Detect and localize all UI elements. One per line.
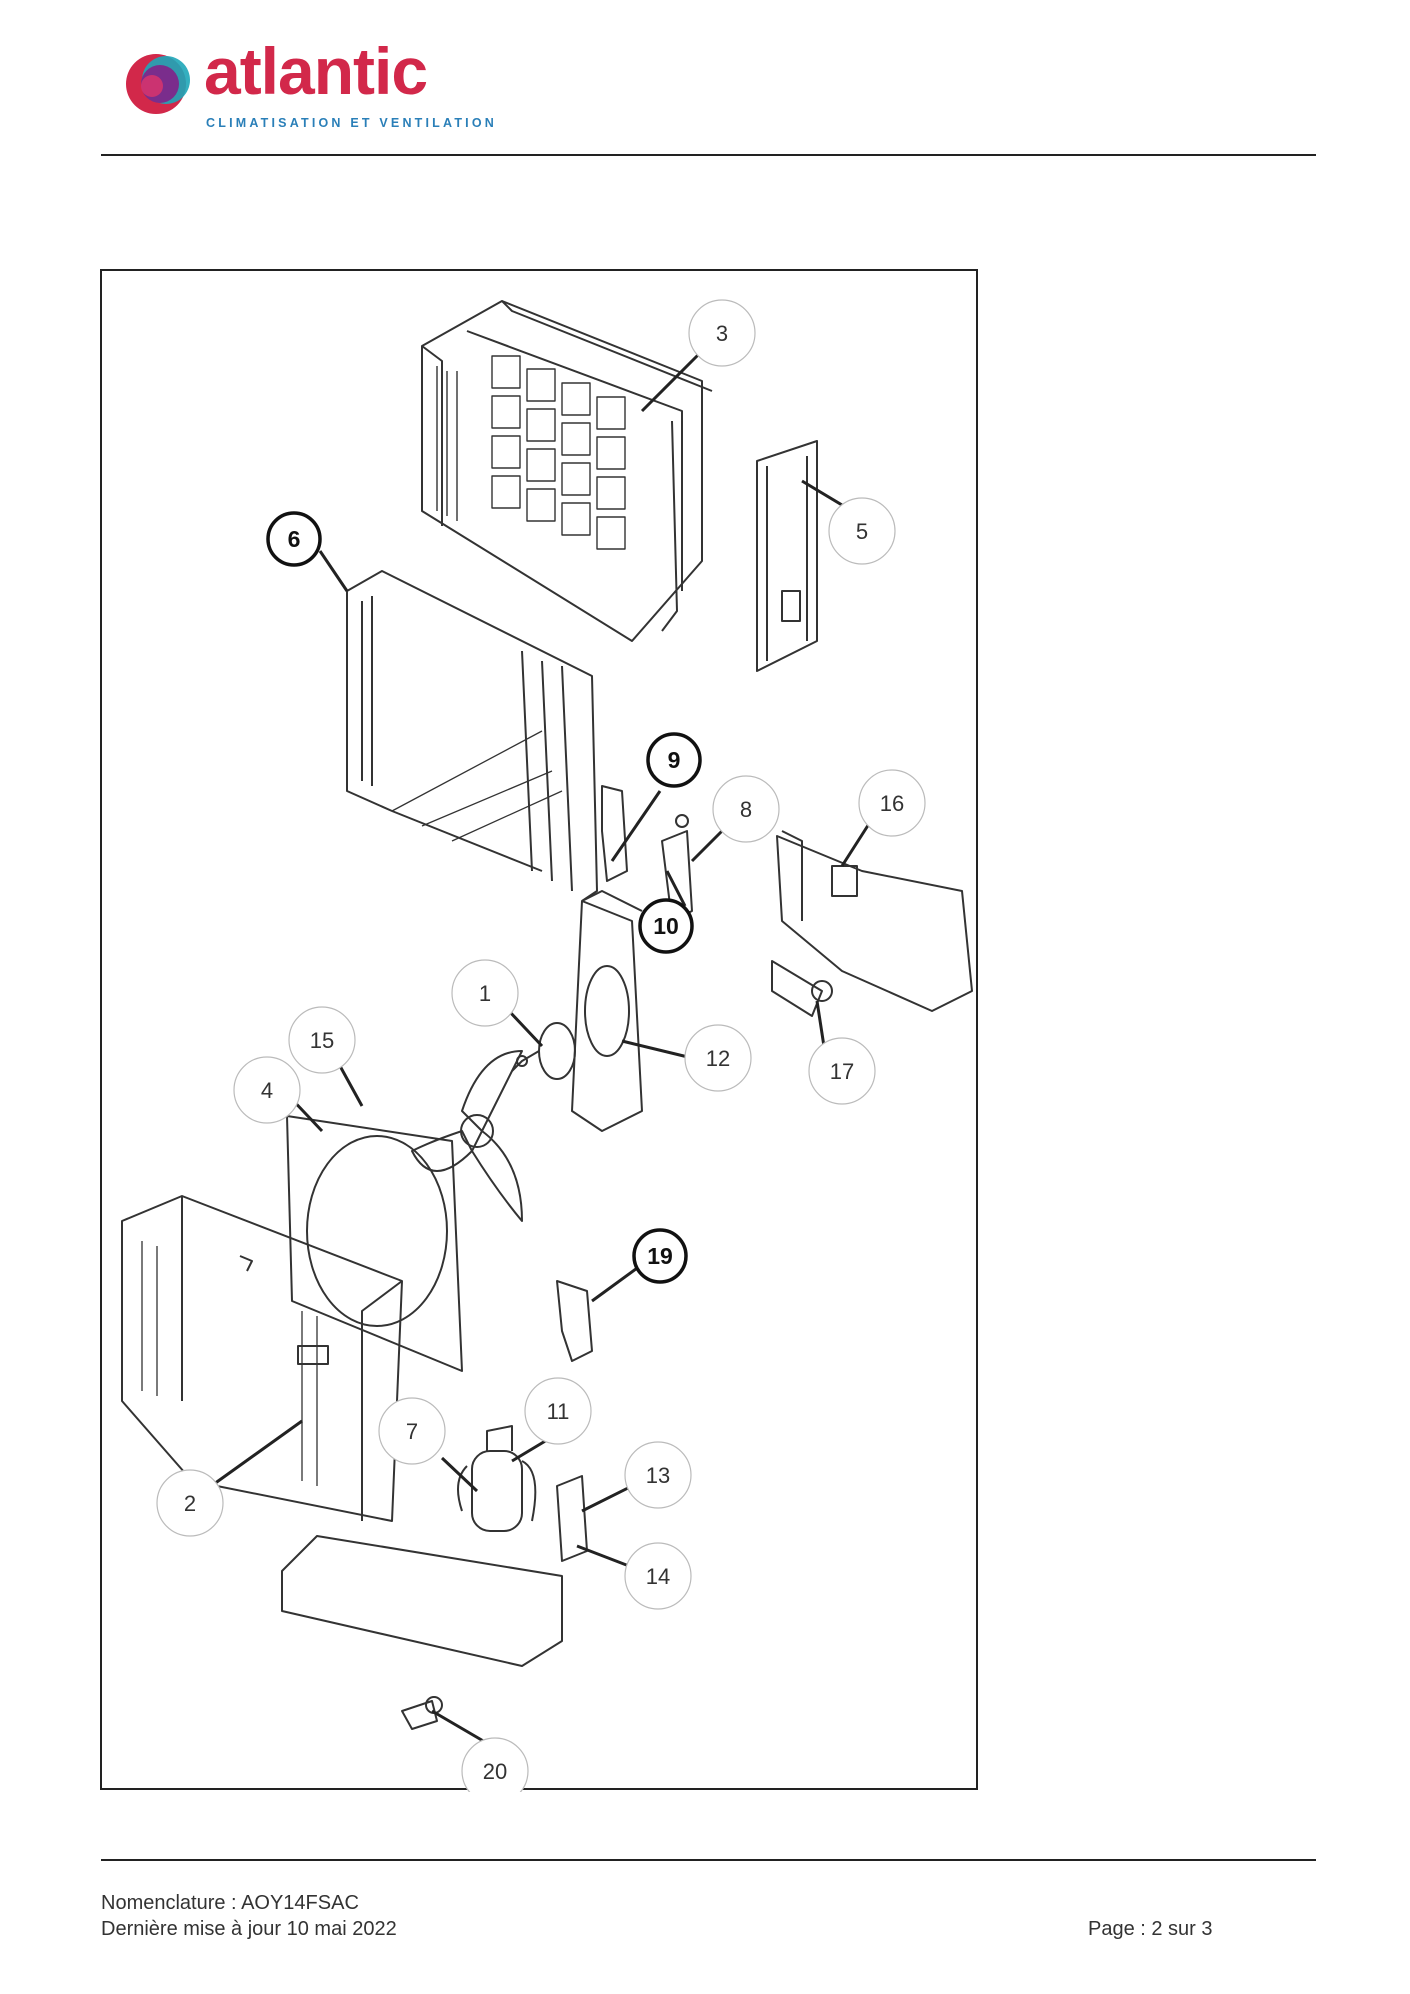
parts-drawing: 3 5 6 9 8 16 10 1 15 12 17 4 19 11 7 13 2 14 20 <box>121 299 973 1792</box>
part-side-panel <box>756 440 818 672</box>
callout-label: 7 <box>406 1419 418 1444</box>
callout-circle <box>288 1006 356 1074</box>
callout-circle <box>684 1024 752 1092</box>
brand-name: atlantic <box>204 34 428 108</box>
callout-circle <box>646 732 702 788</box>
page-number: Page : 2 sur 3 <box>1088 1918 1213 1940</box>
callout-circle <box>712 775 780 843</box>
callout-13: 13 <box>624 1441 692 1509</box>
callout-label: 3 <box>716 321 728 346</box>
header-divider <box>101 154 1316 156</box>
callout-label: 9 <box>668 747 681 773</box>
callout-1: 1 <box>451 959 519 1027</box>
callout-2: 2 <box>156 1469 224 1537</box>
part-fan-shroud <box>286 1115 463 1372</box>
callout-group: 3 5 6 9 8 16 10 1 15 12 17 4 19 11 7 13 2 14 20 <box>156 299 926 1792</box>
part-condenser-coil <box>346 570 598 902</box>
part-fan-blade <box>411 1050 523 1222</box>
callout-17: 17 <box>808 1037 876 1105</box>
callout-label: 4 <box>261 1078 273 1103</box>
callout-11: 11 <box>524 1377 592 1445</box>
part-control-box <box>771 830 973 1017</box>
callout-15: 15 <box>288 1006 356 1074</box>
part-base-pan <box>281 1535 563 1667</box>
part-top-panel <box>421 300 713 642</box>
part-small-bracket <box>556 1280 593 1362</box>
callout-circle <box>828 497 896 565</box>
callout-4: 4 <box>233 1056 301 1124</box>
callout-circle <box>858 769 926 837</box>
callout-label: 13 <box>646 1463 670 1488</box>
callout-label: 2 <box>184 1491 196 1516</box>
callout-6: 6 <box>266 511 322 567</box>
callout-circle <box>233 1056 301 1124</box>
callout-7: 7 <box>378 1397 446 1465</box>
logo-mark-icon <box>126 54 190 114</box>
callout-circle <box>624 1441 692 1509</box>
callout-20: 20 <box>461 1737 529 1792</box>
part-motor-bracket <box>571 890 643 1132</box>
callout-label: 14 <box>646 1564 670 1589</box>
callout-10: 10 <box>638 898 694 954</box>
callout-5: 5 <box>828 497 896 565</box>
callout-circle <box>638 898 694 954</box>
callout-label: 6 <box>288 526 301 552</box>
callout-circle <box>156 1469 224 1537</box>
callout-circle <box>632 1228 688 1284</box>
callout-circle <box>266 511 322 567</box>
callout-label: 15 <box>310 1028 334 1053</box>
callout-label: 1 <box>479 981 491 1006</box>
callout-12: 12 <box>684 1024 752 1092</box>
nomenclature-label: Nomenclature : AOY14FSAC <box>101 1892 359 1914</box>
callout-label: 11 <box>547 1399 570 1424</box>
footer-info: Nomenclature : AOY14FSAC Dernière mise à… <box>101 1890 397 1942</box>
callout-label: 5 <box>856 519 868 544</box>
callout-circle <box>624 1542 692 1610</box>
callout-3: 3 <box>688 299 756 367</box>
callout-circle <box>808 1037 876 1105</box>
callout-circle <box>461 1737 529 1792</box>
part-valve-assembly <box>601 785 693 922</box>
callout-16: 16 <box>858 769 926 837</box>
part-compressor <box>457 1425 537 1532</box>
atlantic-logo: atlantic CLIMATISATION ET VENTILATION <box>122 38 502 132</box>
footer-divider <box>101 1859 1316 1861</box>
callout-label: 16 <box>880 791 904 816</box>
callout-9: 9 <box>646 732 702 788</box>
last-updated-label: Dernière mise à jour 10 mai 2022 <box>101 1918 397 1940</box>
callout-19: 19 <box>632 1228 688 1284</box>
exploded-parts-diagram: 3 5 6 9 8 16 10 1 15 12 17 4 19 11 7 13 2 14 20 <box>100 269 978 1792</box>
callout-circle <box>451 959 519 1027</box>
callout-label: 10 <box>653 913 679 939</box>
callout-label: 12 <box>706 1046 730 1071</box>
callout-circle <box>378 1397 446 1465</box>
callout-8: 8 <box>712 775 780 843</box>
callout-14: 14 <box>624 1542 692 1610</box>
callout-circle <box>688 299 756 367</box>
callout-label: 8 <box>740 797 752 822</box>
callout-circle <box>524 1377 592 1445</box>
callout-label: 20 <box>483 1759 507 1784</box>
part-front-casing <box>121 1195 403 1522</box>
callout-label: 19 <box>647 1243 673 1269</box>
brand-tagline: CLIMATISATION ET VENTILATION <box>206 116 497 130</box>
callout-label: 17 <box>830 1059 854 1084</box>
